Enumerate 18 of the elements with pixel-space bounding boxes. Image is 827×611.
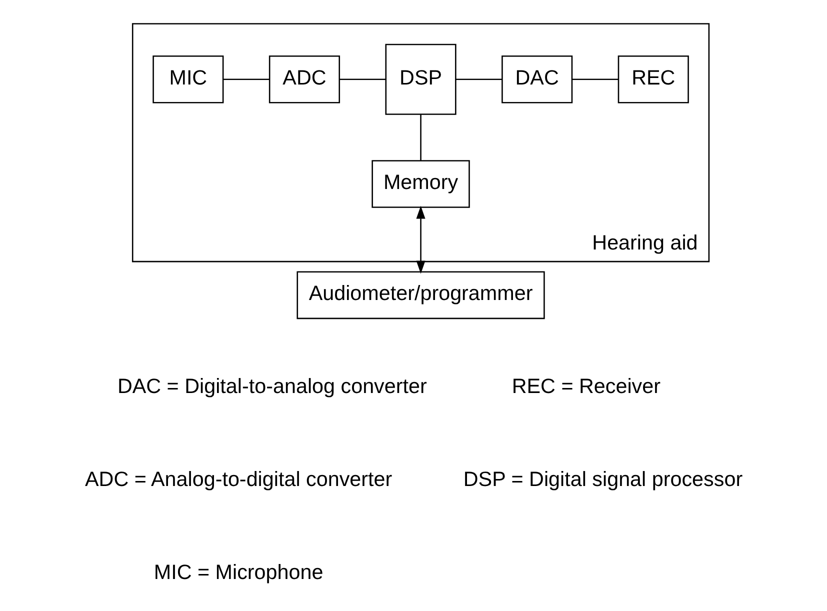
label: ADC = Analog-to-digital converter	[84, 468, 392, 492]
connector	[455, 78, 502, 80]
label: DSP = Digital signal processor	[462, 468, 742, 492]
label: MIC = Microphone	[153, 561, 323, 584]
node-box: DSP	[384, 44, 456, 115]
node-box: DAC	[501, 55, 572, 104]
node-box: Memory	[371, 160, 470, 208]
node-box: ADC	[268, 55, 340, 104]
connector	[572, 78, 618, 80]
node-box: REC	[617, 55, 688, 104]
node-box: MIC	[152, 55, 224, 104]
node-box: Audiometer/programmer	[296, 271, 544, 320]
label: REC = Receiver	[511, 375, 660, 398]
arrow	[416, 206, 425, 274]
connector	[338, 78, 386, 80]
label: DAC = Digital-to-analog converter	[116, 375, 426, 398]
connector	[420, 114, 421, 160]
connector	[222, 78, 270, 80]
